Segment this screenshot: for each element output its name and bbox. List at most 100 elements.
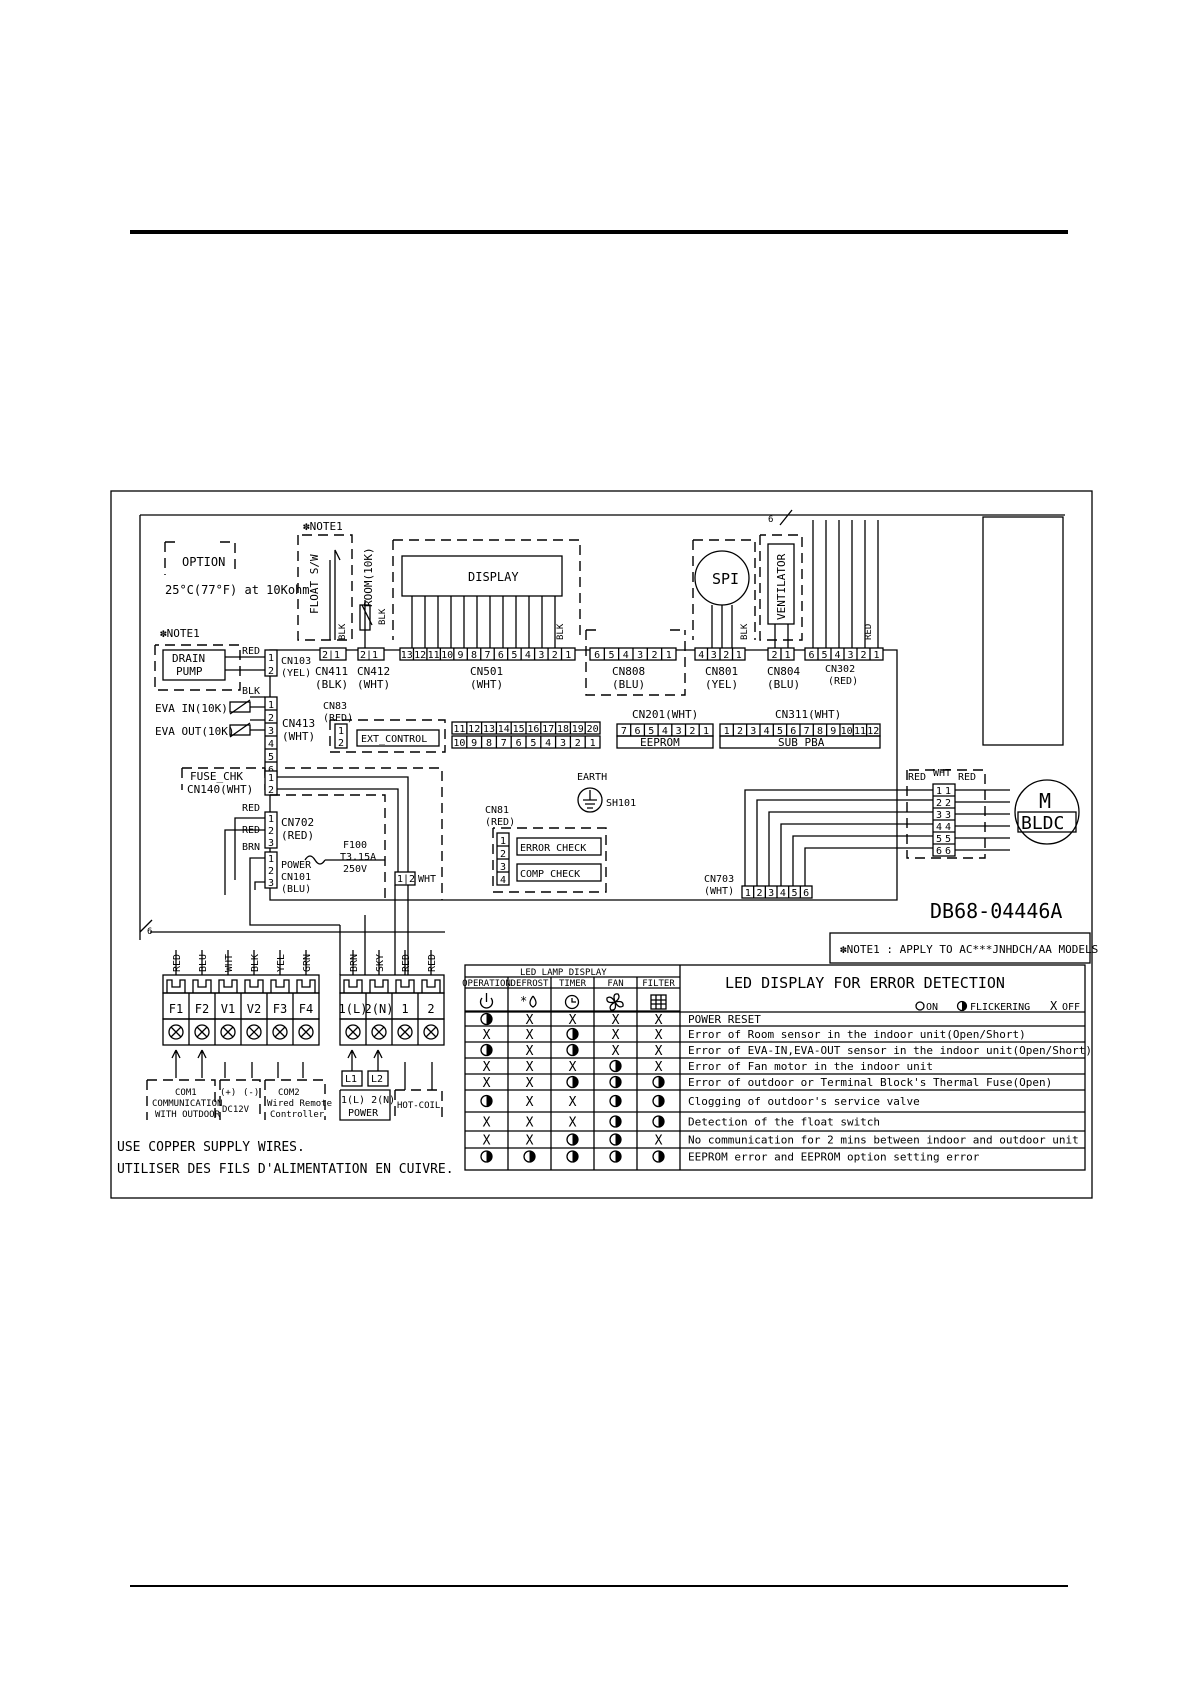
- copper-note-fr: UTILISER DES FILS D'ALIMENTATION EN CUIV…: [117, 1162, 454, 1177]
- cn301-bottom-pin: 8: [486, 738, 492, 749]
- cn703-pin: 3: [768, 888, 774, 899]
- tb2-terminal-label: 2(N): [365, 1002, 394, 1016]
- cn311-pin: 8: [817, 726, 823, 737]
- tb1-wire-label: RED: [172, 954, 183, 972]
- cn501-pin: 11: [428, 650, 440, 661]
- cn81-pin: 3: [500, 862, 506, 873]
- drain-pump-label-2: PUMP: [176, 665, 203, 678]
- power-conn-label: POWER: [281, 860, 312, 871]
- cn83-pin-2: 2: [338, 738, 344, 749]
- legend-on-icon: [915, 1001, 925, 1011]
- led-off-mark: X: [569, 1095, 577, 1110]
- tb1-terminal-label: V1: [221, 1002, 235, 1016]
- led-column-header: TIMER: [559, 979, 587, 989]
- led-off-mark: X: [612, 1044, 620, 1059]
- tb1-screw-icon: [272, 1024, 288, 1040]
- cn311-pin: 5: [777, 726, 783, 737]
- cn702-pin-1: 1: [268, 814, 274, 825]
- tb1-wire-label: GRN: [302, 954, 313, 972]
- motor-pin-left: 2: [936, 798, 942, 809]
- com2-desc-2: Controller: [270, 1110, 325, 1120]
- motor-m-label: M: [1039, 789, 1051, 813]
- tb2-wire-label: BRN: [349, 954, 360, 972]
- cn801-pin: 2: [723, 650, 729, 661]
- float-switch-label: FLOAT S/W: [308, 554, 321, 614]
- led-column-header: DEFROST: [511, 979, 550, 989]
- com2-label: COM2: [278, 1088, 300, 1098]
- led-row-description: POWER RESET: [688, 1013, 761, 1026]
- led-flicker-icon: [480, 1012, 493, 1026]
- led-flicker-icon: [609, 1115, 622, 1128]
- cn703-pin: 2: [756, 888, 762, 899]
- cn703-pin: 4: [780, 888, 786, 899]
- cn501-pin: 4: [525, 650, 531, 661]
- wire-blk-float: BLK: [338, 623, 348, 640]
- cn301-bottom-pin: 3: [560, 738, 566, 749]
- cn501-label: CN501: [470, 665, 503, 678]
- led-off-mark: X: [526, 1134, 534, 1149]
- motor-bldc-label: BLDC: [1021, 813, 1064, 834]
- cn413-pin: 5: [268, 752, 274, 763]
- cn81-pin: 2: [500, 849, 506, 860]
- motor-pin-left: 4: [936, 822, 942, 833]
- led-off-mark: X: [526, 1028, 534, 1043]
- tb1-screw-icon: [246, 1024, 262, 1040]
- fuse-label: F100: [343, 840, 367, 851]
- cn702-pin-3: 3: [268, 838, 274, 849]
- cn81-color: (RED): [485, 817, 515, 828]
- option-spec: 25°C(77°F) at 10Kohm: [165, 583, 310, 597]
- cn413-pin: 1: [268, 700, 274, 711]
- cn302-color: (RED): [828, 676, 858, 687]
- tb1-wire-label: YEL: [276, 954, 287, 972]
- hot-coil-label: HOT-COIL: [397, 1101, 440, 1111]
- timer-icon: [564, 994, 580, 1010]
- spi-label: SPI: [712, 570, 739, 588]
- cn311-pin: 3: [750, 726, 756, 737]
- cn301-top-pin: 19: [572, 724, 584, 735]
- power-icon: [479, 993, 494, 1009]
- led-error-table: LED LAMP DISPLAY LED DISPLAY FOR ERROR D…: [462, 964, 1092, 1171]
- note1-text: ✽NOTE1 : APPLY TO AC***JNHDCH/AA MODELS: [840, 943, 1098, 956]
- wire-blk-eva: BLK: [242, 686, 260, 697]
- com1-desc: COMMUNICATION: [152, 1099, 222, 1109]
- led-off-mark: X: [612, 1013, 620, 1028]
- cn411-pins: 2|1: [322, 650, 340, 661]
- led-flicker-icon: [652, 1115, 665, 1128]
- tb1-terminal-label: V2: [247, 1002, 261, 1016]
- led-row-description: Error of EVA-IN,EVA-OUT sensor in the in…: [688, 1044, 1092, 1057]
- tb2-wire-label: RED: [427, 954, 438, 972]
- cn703-color: (WHT): [704, 886, 734, 897]
- cn311-pin: 11: [854, 726, 866, 737]
- tb2-terminal-label: 2: [427, 1002, 434, 1016]
- wire-blk-spi: BLK: [740, 623, 750, 640]
- eeprom-label: EEPROM: [640, 736, 680, 749]
- led-off-mark: X: [569, 1060, 577, 1075]
- led-off-mark: X: [526, 1044, 534, 1059]
- fuse-chk-conn: CN140(WHT): [187, 783, 253, 796]
- cn413-label: CN413: [282, 717, 315, 730]
- tb1-screw-icon: [220, 1024, 236, 1040]
- wire-blk-room: BLK: [378, 608, 388, 625]
- led-column-header: FILTER: [642, 979, 675, 989]
- tb2-terminal-label: 1(L): [339, 1002, 368, 1016]
- led-flicker-icon: [652, 1150, 665, 1163]
- led-row-description: Detection of the float switch: [688, 1116, 880, 1129]
- cn140-pin-2: 2: [268, 785, 274, 796]
- cn201-pin: 2: [689, 726, 695, 737]
- wire-red-drain: RED: [242, 646, 260, 657]
- eva-in-label: EVA IN(10K): [155, 702, 228, 715]
- cn703-pin: 1: [745, 888, 751, 899]
- legend-off: OFF: [1062, 1002, 1080, 1013]
- tb2-screw-icon: [397, 1024, 413, 1040]
- cn411-label: CN411: [315, 665, 348, 678]
- led-off-mark: X: [612, 1028, 620, 1043]
- led-flicker-icon: [609, 1075, 622, 1089]
- legend-on: ON: [926, 1002, 938, 1013]
- motor-pin-left: 6: [936, 846, 942, 857]
- cn103-color: (YEL): [281, 668, 311, 679]
